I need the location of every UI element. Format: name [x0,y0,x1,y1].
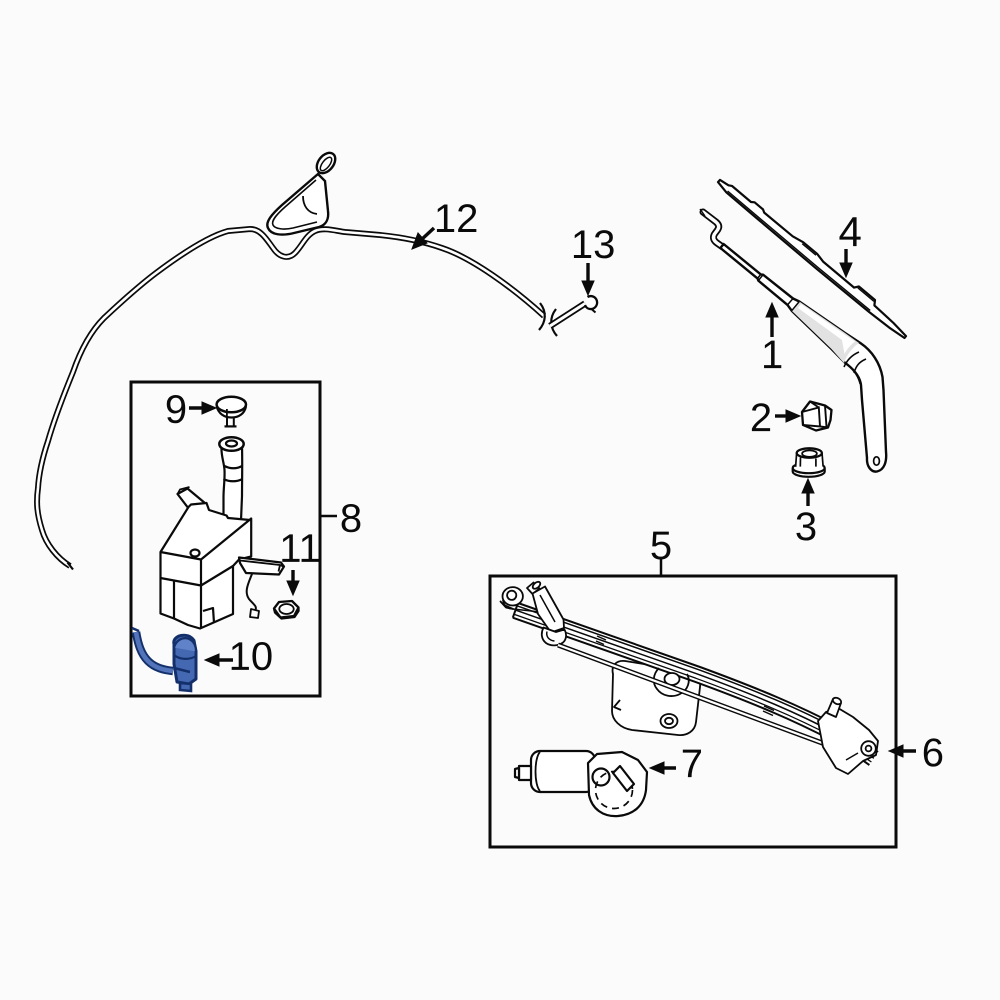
svg-text:12: 12 [434,197,479,241]
svg-text:2: 2 [750,396,772,440]
svg-text:1: 1 [761,333,783,377]
svg-text:10: 10 [229,635,274,679]
svg-text:7: 7 [681,742,703,786]
svg-text:4: 4 [838,208,861,255]
svg-text:6: 6 [922,731,944,775]
svg-text:13: 13 [571,223,616,267]
svg-text:11: 11 [279,527,321,571]
svg-text:8: 8 [340,497,362,541]
svg-text:5: 5 [650,524,672,568]
svg-text:9: 9 [165,388,187,432]
svg-text:3: 3 [795,505,817,549]
